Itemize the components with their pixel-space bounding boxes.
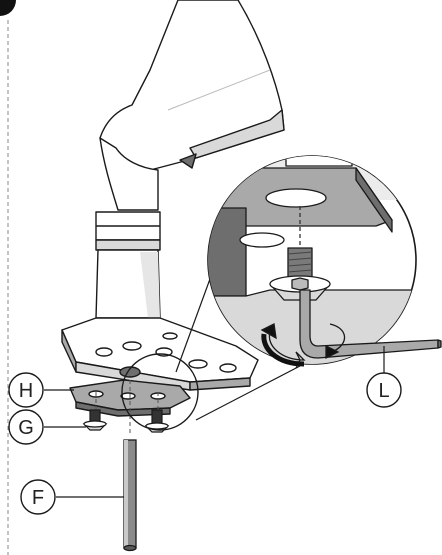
rotate-arrows-icon [260, 323, 346, 369]
callout-label-h: H [19, 380, 33, 402]
corner-mark [0, 0, 16, 16]
monitor-arm [95, 0, 285, 319]
callout-f: F [20, 479, 124, 515]
callout-l: L [366, 346, 402, 408]
countersunk-screw-icon [82, 409, 170, 433]
callout-label-g: G [18, 417, 34, 439]
hex-key-detail [299, 289, 442, 359]
callout-label-l: L [378, 380, 389, 402]
callout-g: G [8, 409, 86, 445]
callout-h: H [8, 372, 74, 408]
hex-key-icon [123, 439, 137, 552]
callout-label-f: F [32, 487, 44, 509]
detail-origin-circle [121, 353, 199, 431]
